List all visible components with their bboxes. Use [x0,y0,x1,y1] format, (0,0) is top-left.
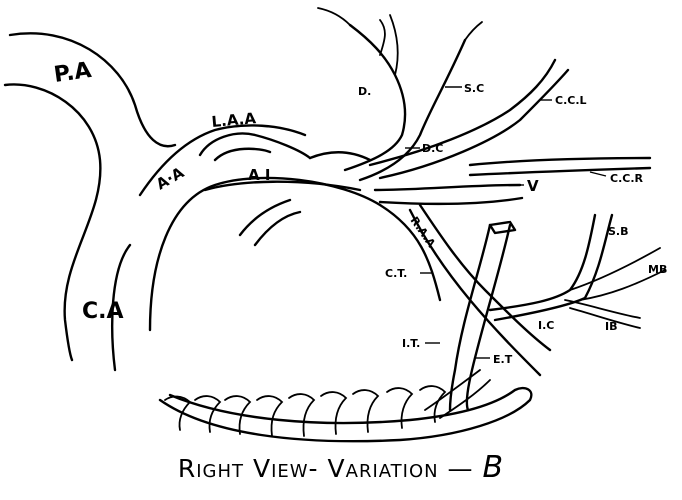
descending-aorta [410,205,550,375]
caption-text: Right View- Variation — [178,454,474,483]
label-ccl: C.C.L [555,94,587,107]
label-dc: D.C [422,142,443,155]
label-et: E.T [493,353,513,366]
carotid-branches [370,60,650,204]
label-d: D. [358,85,371,98]
gill-arch-ribs [165,386,445,436]
label-ai: A I [248,166,270,184]
caption-variant: B [483,450,505,485]
figure-caption: Right View- Variation — B [0,450,682,485]
gill-arches [160,370,531,441]
label-sb: S.B [608,225,629,238]
label-pa: P.A [52,58,93,88]
label-v: V [527,177,539,195]
label-mb: MB [648,263,667,276]
branchial-branches [490,215,665,328]
label-aa: A·A [153,163,187,193]
label-ct: C.T. [385,267,407,280]
label-ca: C.A [82,299,124,324]
label-sc: S.C [464,82,484,95]
label-ccr: C.C.R [610,172,644,185]
label-ib: IB [605,320,617,333]
label-it: I.T. [402,337,420,350]
label-ic: I.C [538,319,554,332]
label-laa: L.A.A [211,109,257,131]
